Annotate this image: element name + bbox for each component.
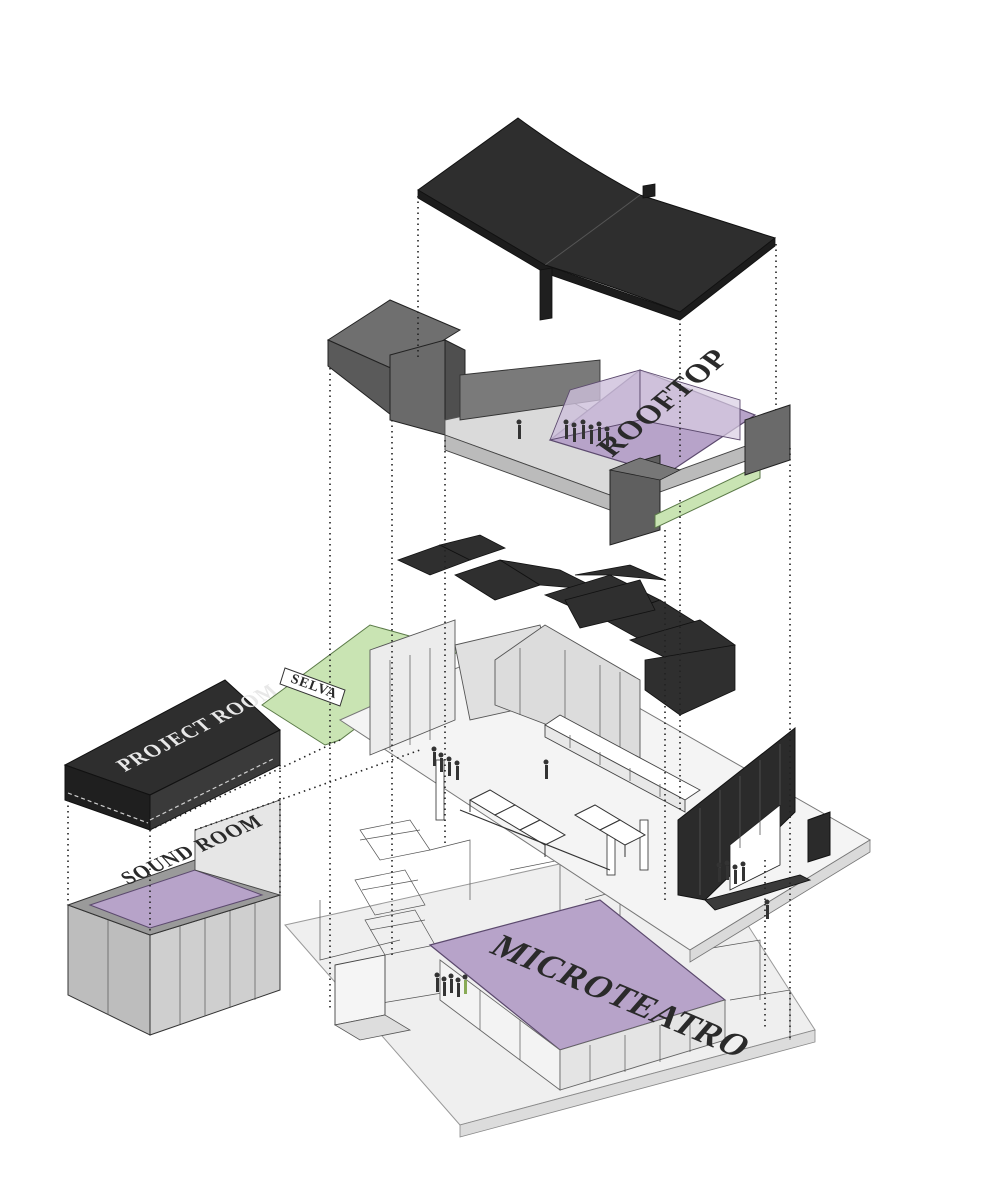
booth-seating — [468, 789, 647, 857]
rooftop-left-tower — [389, 339, 446, 436]
selva-sign — [279, 667, 346, 707]
roof-support — [539, 267, 553, 321]
sound-room-back-wall — [194, 799, 281, 896]
people-rooftop — [516, 419, 610, 446]
ceiling-panels — [396, 534, 736, 716]
project-room-block: PROJECT ROOM — [63, 679, 284, 831]
rooftop-level: ROOFTOP — [326, 299, 791, 546]
ground-floor-slab-edge — [459, 1029, 816, 1138]
roof-canopy-surface — [417, 117, 777, 313]
bar-counter — [544, 714, 701, 813]
first-floor-back-wall-left — [369, 619, 456, 756]
exploded-guide-lines — [67, 196, 791, 1040]
people-ground — [434, 972, 468, 997]
roof-canopy — [417, 117, 777, 321]
sound-room-floor — [88, 869, 264, 929]
staircase — [354, 819, 436, 956]
rooftop-right-box-top — [608, 457, 682, 481]
stage-panels — [677, 726, 831, 911]
roof-chimney — [642, 183, 656, 199]
rooftop-planter — [654, 464, 761, 529]
microteatro-side-wall — [559, 999, 726, 1091]
sound-room-block: SOUND ROOM — [66, 799, 282, 1036]
people-first-floor — [431, 746, 770, 919]
first-floor-back-wall-right — [494, 624, 641, 761]
roof-canopy-edge — [417, 189, 776, 321]
rooftop-enclosure-right — [639, 369, 741, 441]
first-floor-level: SELVA — [261, 619, 871, 963]
roof-canopy-fold — [544, 194, 641, 266]
first-floor-railing — [459, 809, 611, 871]
first-floor-slab-edge — [689, 839, 871, 963]
elevator-box — [333, 954, 412, 1041]
